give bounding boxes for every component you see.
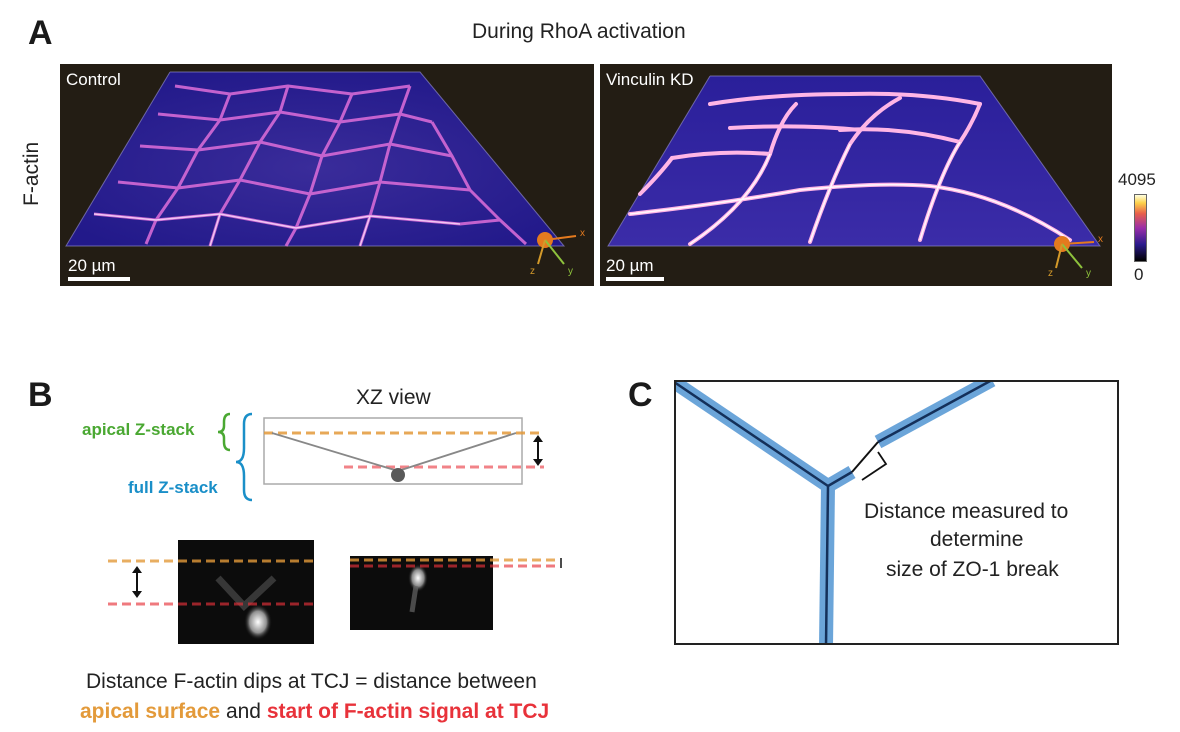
- caption-line-2: apical surface and start of F-actin sign…: [80, 700, 549, 724]
- full-z-stack-label: full Z-stack: [128, 478, 218, 497]
- vinculin-kd-label: Vinculin KD: [606, 70, 694, 89]
- xz-view-title: XZ view: [356, 386, 431, 409]
- panel-c-text-line-2: determine: [930, 528, 1024, 551]
- xz-view-diagram: [217, 412, 544, 502]
- caption-and: and: [225, 700, 261, 723]
- colorbar-max-label: 4095: [1118, 170, 1156, 189]
- caption-apical-surface: apical surface: [80, 700, 221, 723]
- control-axis-y: y: [568, 266, 573, 277]
- panel-c-text-line-1: Distance measured to: [864, 500, 1069, 523]
- control-scale-bar: [68, 277, 130, 281]
- panel-b-letter: B: [28, 376, 53, 414]
- xz-image-control: [178, 540, 314, 644]
- row-label-f-actin: F-actin: [20, 141, 43, 206]
- colorbar: [1134, 194, 1147, 262]
- panel-c-text-line-3: size of ZO-1 break: [886, 558, 1059, 581]
- zo1-junction-diagram: [674, 380, 1119, 645]
- xz-image-vinculin-kd: [350, 556, 493, 630]
- caption-start-signal: start of F-actin signal at TCJ: [266, 700, 550, 723]
- panel-c-letter: C: [628, 376, 653, 414]
- vinculin-kd-axis-z: z: [1048, 268, 1053, 279]
- vinculin-kd-axis-y: y: [1086, 268, 1091, 279]
- panel-a-title: During RhoA activation: [472, 20, 686, 43]
- apical-z-stack-label: apical Z-stack: [82, 420, 195, 439]
- panel-a-letter: A: [28, 14, 53, 52]
- control-label: Control: [66, 70, 121, 89]
- vinculin-kd-scale-bar: [606, 277, 664, 281]
- control-axis-z: z: [530, 266, 535, 277]
- colorbar-min-label: 0: [1134, 265, 1144, 284]
- caption-line-1: Distance F-actin dips at TCJ = distance …: [86, 670, 537, 693]
- vinculin-kd-micrograph: Vinculin KD 20 µm x y z: [600, 64, 1112, 286]
- control-micrograph: Control 20 µm x y z: [60, 64, 594, 286]
- control-axis-x: x: [580, 228, 585, 239]
- vinculin-kd-scale-label: 20 µm: [606, 256, 654, 275]
- control-scale-label: 20 µm: [68, 256, 116, 275]
- xz-image-overlays: [108, 558, 562, 606]
- vinculin-kd-axis-x: x: [1098, 234, 1103, 245]
